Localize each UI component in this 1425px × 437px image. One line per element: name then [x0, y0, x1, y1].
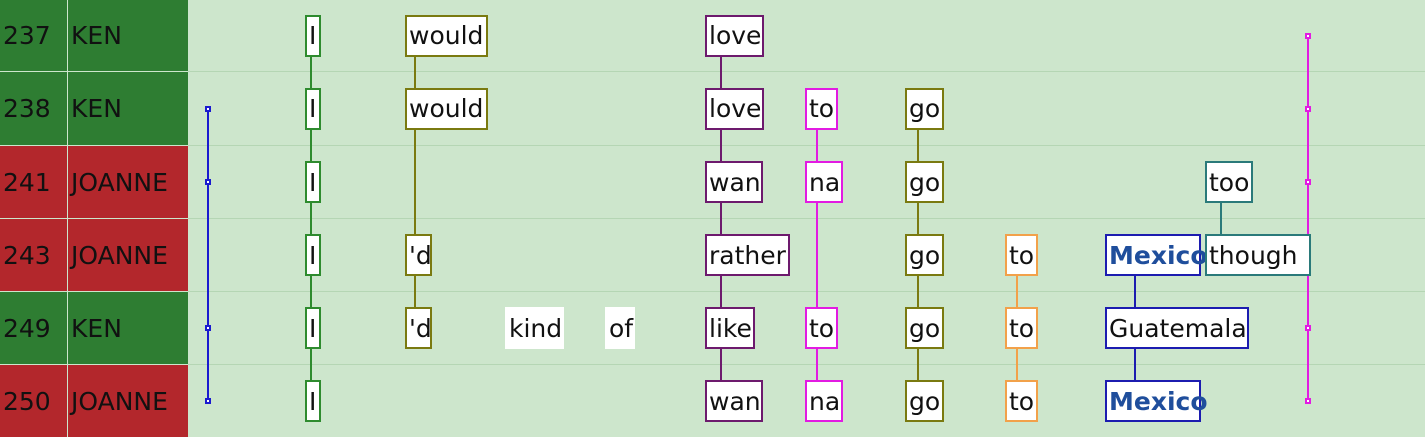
token-box[interactable]: to [1005, 234, 1038, 276]
token-box[interactable]: I [305, 14, 321, 57]
token-box[interactable]: rather [705, 234, 790, 276]
bracket-handle[interactable] [1305, 398, 1311, 404]
token-box[interactable]: I [305, 307, 321, 349]
row-id: 237 [0, 0, 67, 71]
alignment-link [1220, 182, 1222, 255]
token-box[interactable]: I [305, 380, 321, 422]
row-id: 250 [0, 365, 67, 437]
token-box[interactable]: to [1005, 307, 1038, 349]
token-box[interactable]: to [1005, 380, 1038, 422]
alignment-link [414, 35, 416, 328]
token-box[interactable]: 'd [405, 234, 432, 276]
token-box[interactable]: would [405, 87, 488, 130]
token-box[interactable]: to [805, 307, 838, 349]
token-box[interactable]: like [705, 307, 755, 349]
token-box[interactable]: would [405, 14, 488, 57]
token-box[interactable]: to [805, 87, 838, 130]
bracket-handle[interactable] [205, 398, 211, 404]
token-box[interactable]: Mexico [1105, 380, 1208, 422]
token-box[interactable]: I [305, 161, 321, 203]
token-box[interactable]: Guatemala [1105, 307, 1249, 349]
token-box[interactable]: love [705, 14, 764, 57]
token-box[interactable]: of [605, 307, 635, 349]
row-id: 241 [0, 146, 67, 218]
bracket-handle[interactable] [1305, 179, 1311, 185]
token-box[interactable]: I [305, 234, 321, 276]
row-speaker: JOANNE [68, 146, 188, 218]
token-box[interactable]: go [905, 307, 944, 349]
row-divider [188, 364, 1425, 365]
bracket-handle[interactable] [1305, 105, 1311, 112]
group-bracket[interactable] [207, 108, 209, 401]
row-divider [188, 145, 1425, 146]
token-box[interactable]: wan [705, 161, 763, 203]
row-id: 238 [0, 72, 67, 145]
row-divider [188, 218, 1425, 219]
row-speaker: JOANNE [68, 365, 188, 437]
alignment-link [720, 35, 722, 401]
group-bracket[interactable] [1307, 35, 1309, 401]
bracket-handle[interactable] [1305, 325, 1311, 331]
token-box[interactable]: though [1205, 234, 1311, 276]
row-speaker: KEN [68, 292, 188, 364]
token-box[interactable]: na [805, 161, 843, 203]
token-box[interactable]: go [905, 161, 944, 203]
token-box[interactable]: I [305, 87, 321, 130]
bracket-handle[interactable] [205, 325, 211, 331]
row-speaker: KEN [68, 72, 188, 145]
bracket-handle[interactable] [1305, 32, 1311, 39]
token-box[interactable]: na [805, 380, 843, 422]
token-box[interactable]: love [705, 87, 764, 130]
alignment-link [816, 108, 818, 401]
row-id: 243 [0, 219, 67, 291]
token-box[interactable]: too [1205, 161, 1253, 203]
token-box[interactable]: go [905, 234, 944, 276]
token-box[interactable]: 'd [405, 307, 432, 349]
token-box[interactable]: go [905, 87, 944, 130]
row-speaker: JOANNE [68, 219, 188, 291]
bracket-handle[interactable] [205, 105, 211, 112]
token-box[interactable]: Mexico [1105, 234, 1208, 276]
token-box[interactable]: kind [505, 307, 564, 349]
token-box[interactable]: go [905, 380, 944, 422]
row-id: 249 [0, 292, 67, 364]
row-divider [188, 291, 1425, 292]
bracket-handle[interactable] [205, 179, 211, 185]
row-divider [188, 71, 1425, 72]
alignment-link [310, 35, 312, 401]
row-speaker: KEN [68, 0, 188, 71]
token-box[interactable]: wan [705, 380, 763, 422]
